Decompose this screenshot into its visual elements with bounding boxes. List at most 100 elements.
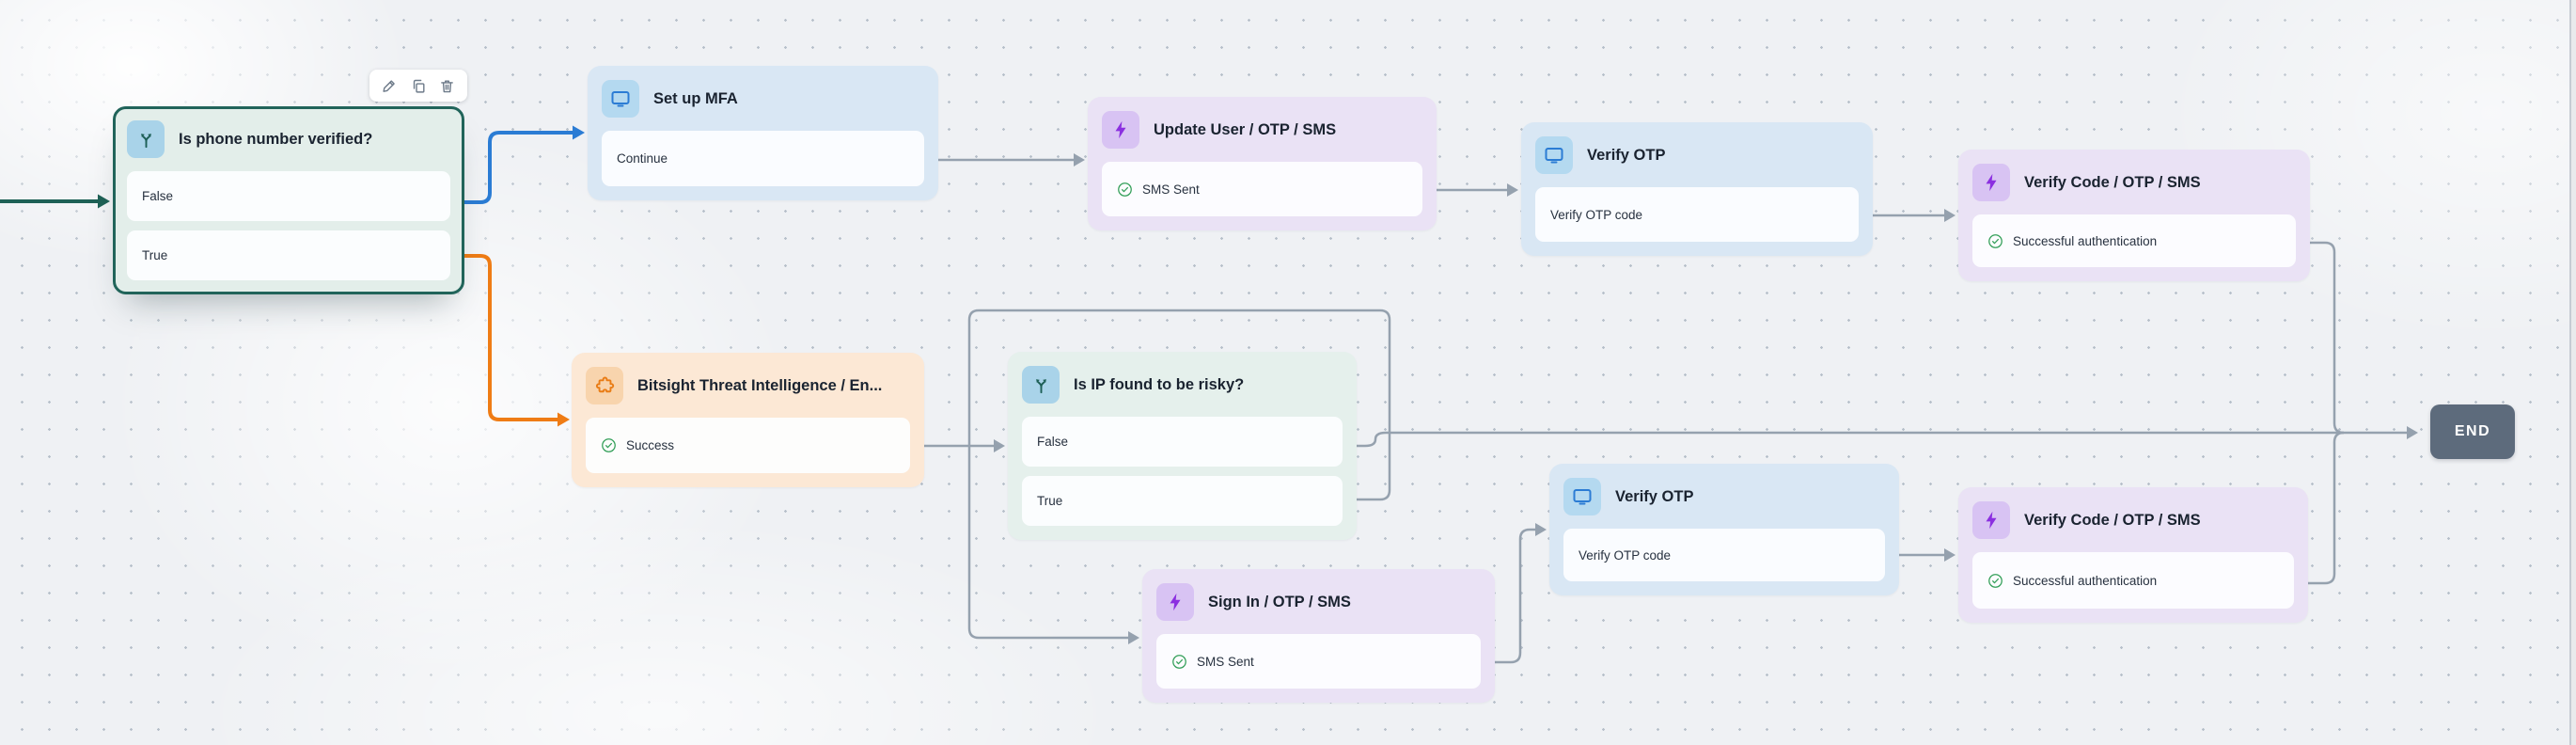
node-toolbar <box>369 70 467 102</box>
output-bitsight-threat-intel-success[interactable]: Success <box>586 418 910 473</box>
node-header: Bitsight Threat Intelligence / En... <box>586 367 910 404</box>
check-circle-icon <box>601 437 617 453</box>
monitor-icon <box>1563 478 1601 515</box>
output-verify-code-1-successful-authentication[interactable]: Successful authentication <box>1972 214 2296 267</box>
monitor-icon <box>1535 136 1573 174</box>
output-ip-risky-true[interactable]: True <box>1022 476 1343 526</box>
output-label: True <box>142 248 168 262</box>
check-circle-icon <box>1117 182 1133 198</box>
edge-arrowhead <box>1507 183 1518 197</box>
node-title: Is IP found to be risky? <box>1074 375 1245 393</box>
output-setup-mfa-continue[interactable]: Continue <box>602 131 924 186</box>
node-outputs: Continue <box>602 131 924 186</box>
output-label: SMS Sent <box>1142 182 1200 197</box>
monitor-icon <box>602 80 639 118</box>
check-circle-icon <box>1987 573 2003 589</box>
output-label: Continue <box>617 151 668 166</box>
node-outputs: Verify OTP code <box>1563 529 1885 581</box>
node-outputs: SMS Sent <box>1102 162 1422 216</box>
check-circle-icon <box>1171 654 1187 670</box>
check-circle-icon <box>1987 233 2003 249</box>
node-header: Is IP found to be risky? <box>1022 366 1343 404</box>
node-header: Verify Code / OTP / SMS <box>1972 164 2296 201</box>
bolt-icon <box>1972 164 2010 201</box>
duplicate-icon[interactable] <box>411 78 427 94</box>
node-title: Bitsight Threat Intelligence / En... <box>637 376 883 394</box>
output-phone-verified-true[interactable]: True <box>127 230 450 280</box>
output-ip-risky-false[interactable]: False <box>1022 417 1343 467</box>
node-verify-code-1[interactable]: Verify Code / OTP / SMS Successful authe… <box>1958 150 2310 281</box>
output-label: False <box>142 189 174 203</box>
node-outputs: SMS Sent <box>1156 634 1481 689</box>
edge-arrowhead <box>98 194 110 209</box>
node-header: Verify OTP <box>1563 478 1885 515</box>
edge-ip-risky-false-to-end[interactable] <box>1338 426 2418 452</box>
edge-arrowhead <box>558 412 570 427</box>
edge-arrowhead <box>1074 153 1085 166</box>
end-node[interactable]: END <box>2430 404 2515 459</box>
output-verify-otp-2-verify-otp-code[interactable]: Verify OTP code <box>1563 529 1885 581</box>
bolt-icon <box>1972 501 2010 539</box>
puzzle-icon <box>586 367 623 404</box>
edge-arrowhead <box>2407 426 2418 439</box>
node-header: Update User / OTP / SMS <box>1102 111 1422 149</box>
node-update-user[interactable]: Update User / OTP / SMS SMS Sent <box>1088 97 1437 230</box>
node-sign-in[interactable]: Sign In / OTP / SMS SMS Sent <box>1142 569 1495 703</box>
canvas-right-border <box>2569 0 2576 745</box>
branch-icon <box>127 120 165 158</box>
edge-start-to-phone-verified[interactable] <box>0 194 110 209</box>
node-outputs: Verify OTP code <box>1535 187 1859 242</box>
edge-arrowhead <box>1944 209 1956 222</box>
output-label: Successful authentication <box>2013 233 2158 248</box>
node-title: Update User / OTP / SMS <box>1154 120 1337 138</box>
node-verify-otp-1[interactable]: Verify OTP Verify OTP code <box>1521 122 1873 256</box>
node-title: Is phone number verified? <box>179 130 373 148</box>
node-outputs: Successful authentication <box>1972 214 2296 267</box>
node-header: Verify Code / OTP / SMS <box>1972 501 2294 539</box>
edge-setup-mfa-to-update-user[interactable] <box>919 153 1085 166</box>
node-title: Sign In / OTP / SMS <box>1208 593 1351 610</box>
bolt-icon <box>1156 583 1194 621</box>
output-sign-in-sms-sent[interactable]: SMS Sent <box>1156 634 1481 689</box>
bolt-icon <box>1102 111 1139 149</box>
node-header: Is phone number verified? <box>127 120 450 158</box>
output-update-user-sms-sent[interactable]: SMS Sent <box>1102 162 1422 216</box>
output-label: Successful authentication <box>2013 573 2158 588</box>
node-verify-otp-2[interactable]: Verify OTP Verify OTP code <box>1549 464 1899 595</box>
node-title: Verify OTP <box>1615 487 1694 505</box>
node-header: Set up MFA <box>602 80 924 118</box>
node-title: Verify Code / OTP / SMS <box>2024 173 2201 191</box>
node-header: Verify OTP <box>1535 136 1859 174</box>
node-title: Set up MFA <box>653 89 738 107</box>
output-verify-code-2-successful-authentication[interactable]: Successful authentication <box>1972 552 2294 609</box>
output-label: True <box>1037 494 1063 508</box>
node-setup-mfa[interactable]: Set up MFA Continue <box>588 66 938 200</box>
node-header: Sign In / OTP / SMS <box>1156 583 1481 621</box>
output-phone-verified-false[interactable]: False <box>127 171 450 221</box>
output-label: False <box>1037 435 1069 449</box>
output-label: Verify OTP code <box>1579 547 1672 563</box>
edge-arrowhead <box>1128 631 1139 644</box>
delete-icon[interactable] <box>439 78 455 94</box>
node-verify-code-2[interactable]: Verify Code / OTP / SMS Successful authe… <box>1958 487 2308 623</box>
output-label: Verify OTP code <box>1550 207 1643 222</box>
output-verify-otp-1-verify-otp-code[interactable]: Verify OTP code <box>1535 187 1859 242</box>
edge-arrowhead <box>1535 523 1547 536</box>
end-node-label: END <box>2454 423 2491 439</box>
node-outputs: Success <box>586 418 910 473</box>
edge-arrowhead <box>1944 548 1956 562</box>
node-title: Verify Code / OTP / SMS <box>2024 511 2201 529</box>
output-label: SMS Sent <box>1197 654 1254 669</box>
output-label: Success <box>626 438 675 452</box>
branch-icon <box>1022 366 1060 404</box>
edge-arrowhead <box>994 439 1005 452</box>
node-title: Verify OTP <box>1587 146 1666 164</box>
edit-icon[interactable] <box>382 78 398 94</box>
edge-arrowhead <box>573 125 585 140</box>
node-bitsight-threat-intel[interactable]: Bitsight Threat Intelligence / En... Suc… <box>572 353 924 487</box>
